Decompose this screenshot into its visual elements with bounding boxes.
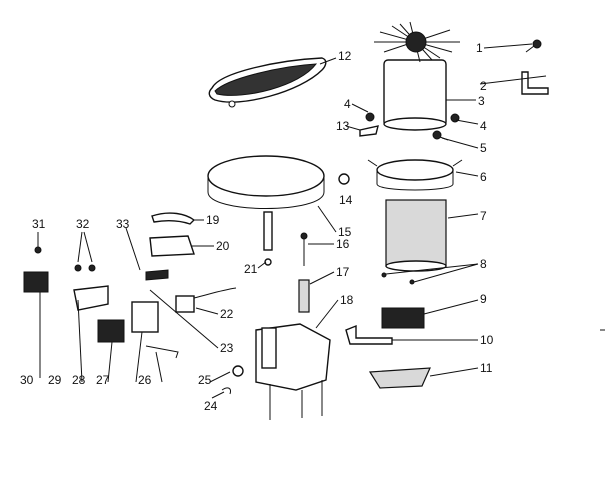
label-14: 14 <box>339 193 353 207</box>
part-nut <box>338 173 350 185</box>
label-19: 19 <box>206 213 220 227</box>
part-key <box>145 345 179 359</box>
label-17: 17 <box>336 265 350 279</box>
part-gasket <box>149 235 195 257</box>
part-band <box>367 159 463 191</box>
label-3: 3 <box>478 94 485 108</box>
label-26: 26 <box>138 373 152 387</box>
label-23: 23 <box>220 341 234 355</box>
label-28: 28 <box>72 373 86 387</box>
part-screw-1 <box>525 39 542 53</box>
part-bar <box>151 212 196 225</box>
label-9: 9 <box>480 292 487 306</box>
label-11: 11 <box>480 361 493 375</box>
label-31: 31 <box>32 217 46 231</box>
part-small-clip <box>221 387 231 395</box>
part-lever <box>345 324 393 345</box>
label-8: 8 <box>480 257 487 271</box>
label-27: 27 <box>96 373 110 387</box>
part-side-bracket <box>73 285 109 311</box>
label-7: 7 <box>480 209 487 223</box>
part-switch <box>381 307 425 329</box>
part-platform <box>207 155 325 251</box>
label-33: 33 <box>116 217 130 231</box>
part-base <box>255 323 331 420</box>
part-ring <box>232 365 244 377</box>
part-spring <box>298 279 310 313</box>
part-terminal-strip <box>145 269 169 281</box>
part-pins <box>381 272 415 285</box>
label-4b: 4 <box>480 119 487 133</box>
part-screws-32 <box>74 231 96 272</box>
label-1: 1 <box>476 41 483 55</box>
label-6: 6 <box>480 170 487 184</box>
part-clip <box>359 125 379 137</box>
label-25: 25 <box>198 373 212 387</box>
label-32: 32 <box>76 217 90 231</box>
part-screw-31 <box>34 232 42 254</box>
part-belt <box>208 57 327 108</box>
part-toggle-switch <box>23 271 49 293</box>
part-connector <box>175 287 237 313</box>
part-washer <box>264 258 272 266</box>
label-2: 2 <box>480 79 487 93</box>
part-bracket <box>521 71 549 95</box>
label-21: 21 <box>244 262 258 276</box>
part-block <box>97 319 125 343</box>
label-12: 12 <box>338 49 352 63</box>
label-10: 10 <box>480 333 494 347</box>
leader-lines <box>39 43 547 399</box>
part-housing <box>385 199 447 272</box>
label-4a: 4 <box>344 97 351 111</box>
label-29: 29 <box>48 373 62 387</box>
label-15: 15 <box>338 225 352 239</box>
part-relay-box <box>131 301 159 333</box>
part-motor <box>374 21 460 131</box>
label-24: 24 <box>204 399 218 413</box>
label-16: 16 <box>336 237 350 251</box>
label-13: 13 <box>336 119 350 133</box>
label-5: 5 <box>480 141 487 155</box>
part-plate <box>368 367 431 389</box>
label-20: 20 <box>216 239 230 253</box>
part-rod <box>300 232 308 266</box>
label-30: 30 <box>20 373 34 387</box>
label-18: 18 <box>340 293 354 307</box>
label-22: 22 <box>220 307 234 321</box>
